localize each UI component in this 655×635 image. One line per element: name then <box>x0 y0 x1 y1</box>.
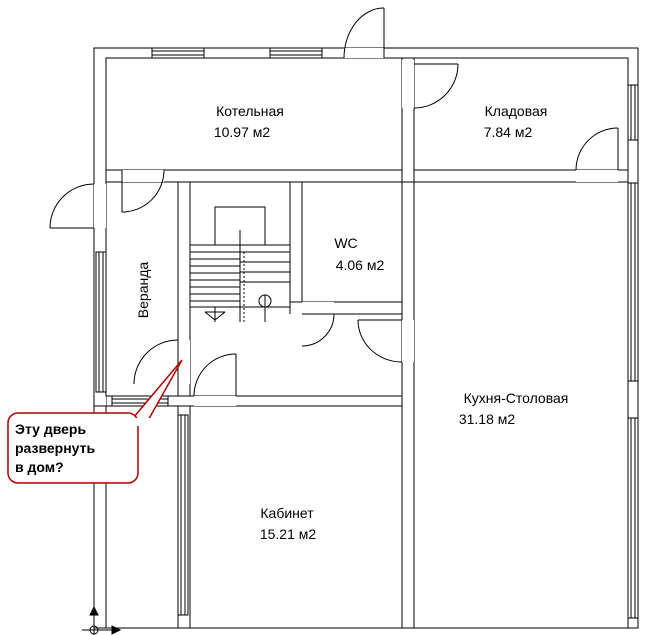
callout-box <box>7 412 139 484</box>
room-area-boiler: 10.97 м2 <box>214 124 271 140</box>
north-arrow-icon <box>82 605 122 635</box>
room-name-boiler: Котельная <box>216 103 284 119</box>
window-top-left <box>151 47 205 59</box>
room-name-storage: Кладовая <box>485 103 548 119</box>
room-name-wc: WC <box>334 235 357 251</box>
window-top-right <box>269 47 323 59</box>
door-boiler <box>121 169 165 213</box>
door-storage <box>402 60 459 109</box>
room-area-kitchen: 31.18 м2 <box>459 411 516 427</box>
room-area-office: 15.21 м2 <box>260 526 317 542</box>
staircase <box>189 206 291 322</box>
window-right-kitchen-1 <box>627 182 639 382</box>
callout-line-2: развернуть <box>15 440 96 456</box>
veranda-wall <box>93 182 178 407</box>
door-entrance-top <box>343 7 385 59</box>
door-office <box>193 353 237 406</box>
window-right-kitchen-2 <box>627 417 639 619</box>
outer-wall <box>93 47 639 629</box>
room-name-kitchen: Кухня-Столовая <box>464 390 569 406</box>
door-wc <box>301 302 335 347</box>
room-name-veranda: Веранда <box>135 262 151 319</box>
room-name-office: Кабинет <box>260 505 314 521</box>
room-area-storage: 7.84 м2 <box>484 124 533 140</box>
door-storage-kitchen <box>575 127 619 182</box>
callout-pointer <box>127 359 183 425</box>
callout-text: Эту дверь развернуть в дом? <box>15 420 135 477</box>
window-left-office <box>177 414 189 616</box>
room-area-wc: 4.06 м2 <box>336 257 385 273</box>
callout-line-3: в дом? <box>15 459 64 475</box>
door-kitchen <box>357 319 414 363</box>
door-veranda-hall <box>133 339 190 385</box>
door-veranda-exterior <box>49 183 106 229</box>
callout-line-1: Эту дверь <box>15 421 87 437</box>
window-right-storage <box>627 84 639 141</box>
